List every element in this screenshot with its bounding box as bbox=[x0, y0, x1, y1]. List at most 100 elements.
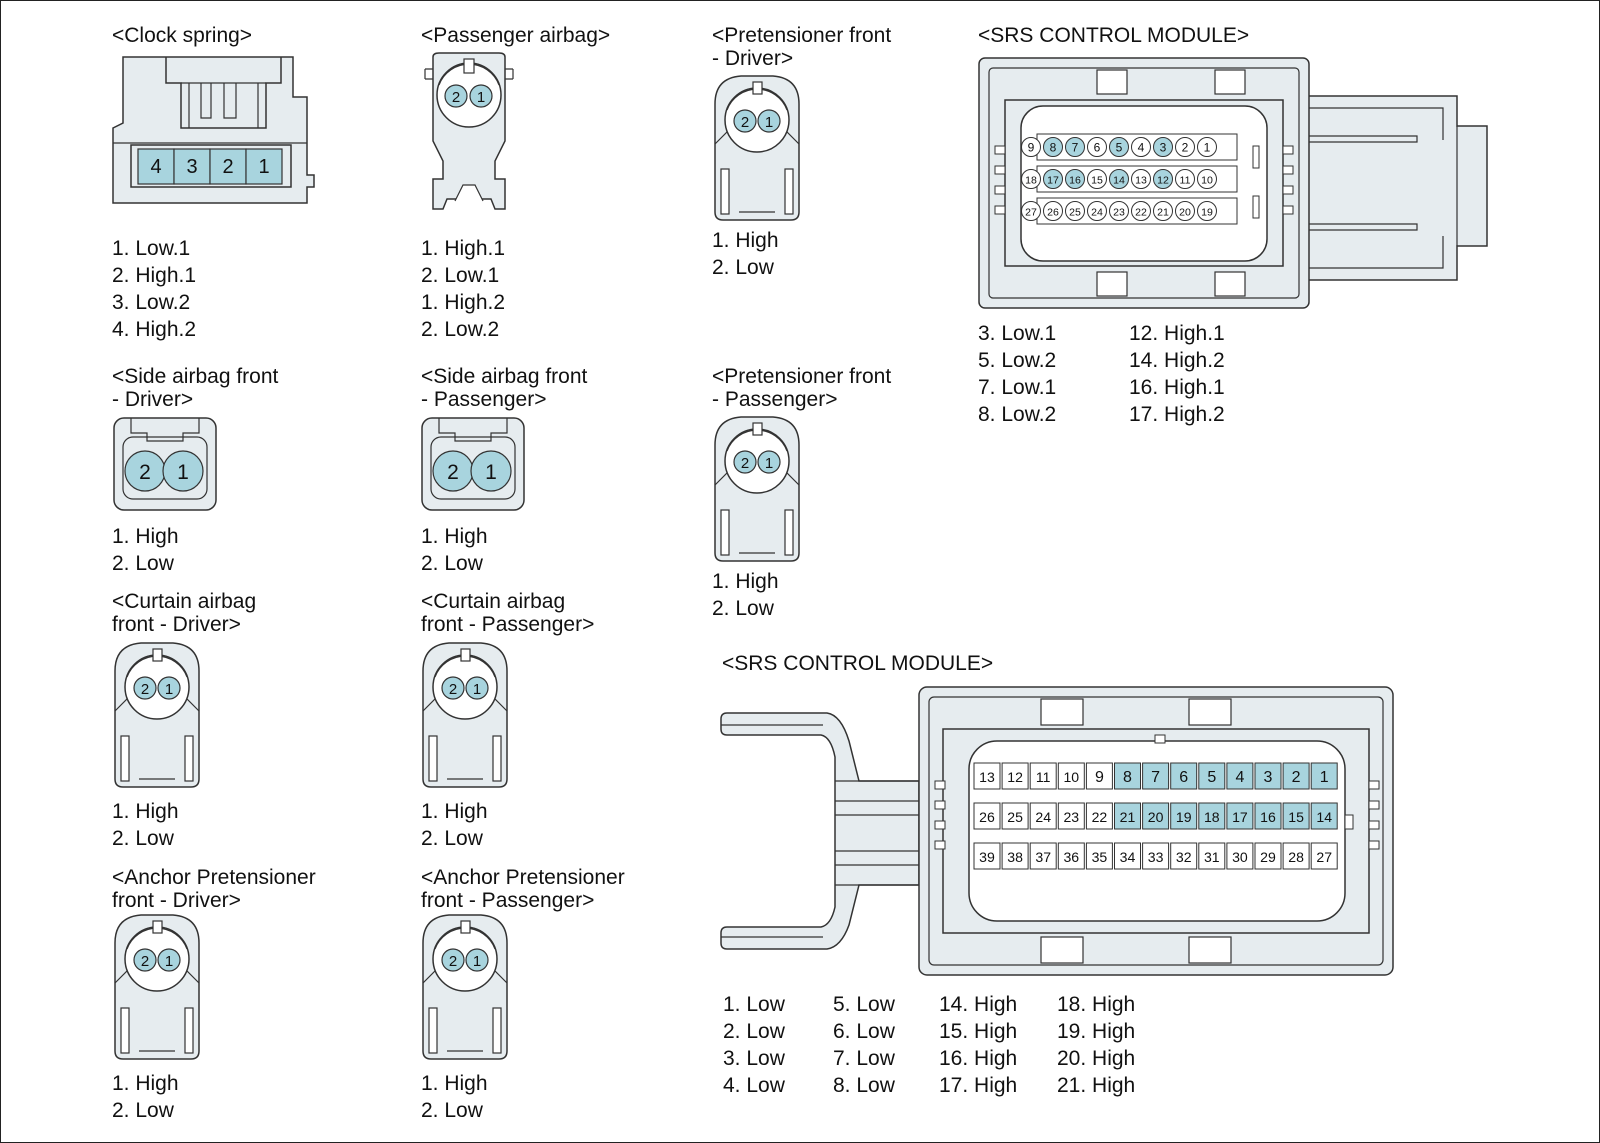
srs-module-2-pin-label: 2 bbox=[1292, 769, 1301, 786]
curtain-airbag-passenger-title-1: <Curtain airbag bbox=[421, 590, 566, 613]
pinout-line: 2. High.1 bbox=[112, 264, 197, 287]
srs-module-2-pin-35: 35 bbox=[1085, 842, 1113, 870]
side-airbag-driver-title-1: <Side airbag front bbox=[112, 365, 279, 388]
srs-module-1-pin-14: 14 bbox=[1109, 169, 1129, 189]
pretensioner-driver-title-2: - Driver> bbox=[712, 47, 794, 70]
srs-module-2-pin-34: 34 bbox=[1114, 842, 1141, 870]
clock-spring-pin-3: 3 bbox=[173, 148, 211, 185]
srs-module-1-pin-27: 27 bbox=[1021, 201, 1041, 221]
pretensioner-driver-pin-1: 1 bbox=[757, 109, 781, 133]
side-airbag-passenger-pinout: 1. High 2. Low bbox=[421, 523, 488, 577]
srs-module-1-pin-label: 7 bbox=[1072, 140, 1079, 154]
srs-module-2-pin-30: 30 bbox=[1226, 842, 1254, 870]
srs-module-2-pin-36: 36 bbox=[1057, 842, 1085, 870]
srs-module-1-pin-24: 24 bbox=[1087, 201, 1107, 221]
anchor-driver-pin-2: 2 bbox=[133, 948, 157, 972]
srs-module-2-pin-label: 24 bbox=[1035, 809, 1051, 825]
pinout-line: 1. High bbox=[421, 800, 488, 823]
anchor-driver-pin-1: 1 bbox=[157, 948, 181, 972]
pretensioner-driver-connector: 2 1 bbox=[714, 75, 800, 221]
pinout-line: 1. High bbox=[112, 525, 179, 548]
anchor-driver-pinout: 1. High 2. Low bbox=[112, 1070, 179, 1124]
pinout-line: 8. Low.2 bbox=[978, 403, 1057, 426]
curtain-airbag-driver-title-1: <Curtain airbag bbox=[112, 590, 257, 613]
srs-module-1-pin-18: 18 bbox=[1021, 169, 1041, 189]
srs-module-2-pin-label: 27 bbox=[1316, 849, 1332, 865]
svg-text:2: 2 bbox=[449, 953, 457, 970]
srs-module-1-pin-label: 14 bbox=[1113, 174, 1125, 186]
curtain-airbag-driver-pinout: 1. High 2. Low bbox=[112, 798, 179, 852]
srs-module-2-pin-label: 10 bbox=[1063, 769, 1079, 785]
srs-module-2-pin-label: 17 bbox=[1232, 809, 1248, 825]
srs-module-1-pin-7: 7 bbox=[1065, 137, 1085, 157]
srs-module-2-pin-27: 27 bbox=[1310, 842, 1338, 870]
srs-module-2-pin-label: 6 bbox=[1179, 769, 1188, 786]
svg-text:1: 1 bbox=[485, 461, 497, 484]
srs-module-1-pin-label: 20 bbox=[1179, 206, 1191, 218]
srs-module-1-pin-22: 22 bbox=[1131, 201, 1151, 221]
srs-module-2-pin-label: 29 bbox=[1260, 849, 1276, 865]
anchor-driver-title-1: <Anchor Pretensioner bbox=[112, 866, 316, 889]
srs-module-1-pin-label: 27 bbox=[1025, 206, 1037, 218]
side-airbag-passenger-pin-2: 2 bbox=[432, 450, 474, 492]
srs-module-2-pin-label: 14 bbox=[1316, 809, 1332, 825]
passenger-airbag-pin-2: 2 bbox=[444, 84, 468, 108]
passenger-airbag-connector: 2 1 bbox=[424, 52, 514, 210]
pinout-line: 2. Low bbox=[421, 827, 483, 850]
anchor-driver-connector: 2 1 bbox=[114, 914, 200, 1060]
srs-module-2-pin-19: 19 bbox=[1170, 802, 1198, 830]
srs-module-2-pin-16: 16 bbox=[1254, 802, 1282, 830]
svg-text:2: 2 bbox=[141, 953, 149, 970]
srs-module-1-pin-label: 13 bbox=[1135, 174, 1147, 186]
srs-module-1-pin-8: 8 bbox=[1043, 137, 1063, 157]
srs-module-2-pin-23: 23 bbox=[1057, 802, 1085, 830]
srs-module-2-pin-label: 5 bbox=[1207, 769, 1216, 786]
srs-module-2-title: <SRS CONTROL MODULE> bbox=[722, 652, 994, 675]
srs-module-2-pin-label: 32 bbox=[1176, 849, 1192, 865]
srs-module-2-pin-14: 14 bbox=[1310, 802, 1338, 830]
clock-spring-title: <Clock spring> bbox=[112, 24, 253, 47]
srs-module-1-pinout-col-2: 12. High.1 14. High.2 16. High.1 17. Hig… bbox=[1129, 320, 1225, 428]
srs-module-2-pin-31: 31 bbox=[1198, 842, 1226, 870]
srs-module-2-pin-20: 20 bbox=[1142, 802, 1170, 830]
pinout-line: 12. High.1 bbox=[1129, 322, 1225, 345]
srs-module-2-pin-9: 9 bbox=[1085, 762, 1113, 790]
srs-module-2-pin-4: 4 bbox=[1226, 762, 1254, 790]
pinout-line: 5. Low bbox=[833, 993, 895, 1016]
pinout-line: 2. Low bbox=[712, 256, 774, 279]
pinout-line: 2. Low bbox=[723, 1020, 785, 1043]
srs-module-2-pin-label: 15 bbox=[1288, 809, 1304, 825]
srs-module-1-pin-20: 20 bbox=[1175, 201, 1195, 221]
curtain-airbag-driver-pin-1: 1 bbox=[157, 676, 181, 700]
srs-module-2-pin-22: 22 bbox=[1085, 802, 1113, 830]
side-airbag-driver-pin-1: 1 bbox=[162, 450, 204, 492]
srs-module-1-pin-label: 26 bbox=[1047, 206, 1059, 218]
srs-module-1-pin-label: 16 bbox=[1069, 174, 1081, 186]
srs-module-2-pin-10: 10 bbox=[1057, 762, 1085, 790]
pretensioner-driver-pin-2: 2 bbox=[733, 109, 757, 133]
svg-text:1: 1 bbox=[473, 681, 481, 698]
clock-spring-connector: 4 3 2 1 bbox=[112, 56, 315, 204]
pinout-line: 20. High bbox=[1057, 1047, 1136, 1070]
srs-module-2-pin-28: 28 bbox=[1282, 842, 1310, 870]
srs-module-1-pin-label: 4 bbox=[1138, 140, 1145, 154]
srs-module-1-pin-13: 13 bbox=[1131, 169, 1151, 189]
svg-text:2: 2 bbox=[741, 455, 749, 472]
anchor-passenger-pin-2: 2 bbox=[441, 948, 465, 972]
side-airbag-passenger-connector: 2 1 bbox=[421, 417, 525, 511]
srs-module-2-pinout-col-3: 14. High 15. High 16. High 17. High bbox=[939, 991, 1017, 1099]
pinout-line: 2. Low bbox=[712, 597, 774, 620]
srs-module-1-pin-label: 9 bbox=[1028, 140, 1035, 154]
pinout-line: 1. High bbox=[421, 525, 488, 548]
srs-module-2-pin-18: 18 bbox=[1198, 802, 1226, 830]
clock-spring-pin-4: 4 bbox=[137, 148, 175, 185]
srs-module-1-pin-21: 21 bbox=[1153, 201, 1173, 221]
svg-text:1: 1 bbox=[165, 953, 173, 970]
curtain-airbag-passenger-connector: 2 1 bbox=[422, 642, 508, 788]
srs-module-1-pin-label: 12 bbox=[1157, 174, 1169, 186]
srs-module-1-pin-15: 15 bbox=[1087, 169, 1107, 189]
pinout-line: 3. Low.1 bbox=[978, 322, 1057, 345]
srs-module-2-pin-33: 33 bbox=[1142, 842, 1170, 870]
srs-module-2-pin-label: 12 bbox=[1007, 769, 1023, 785]
pinout-line: 2. Low bbox=[421, 552, 483, 575]
